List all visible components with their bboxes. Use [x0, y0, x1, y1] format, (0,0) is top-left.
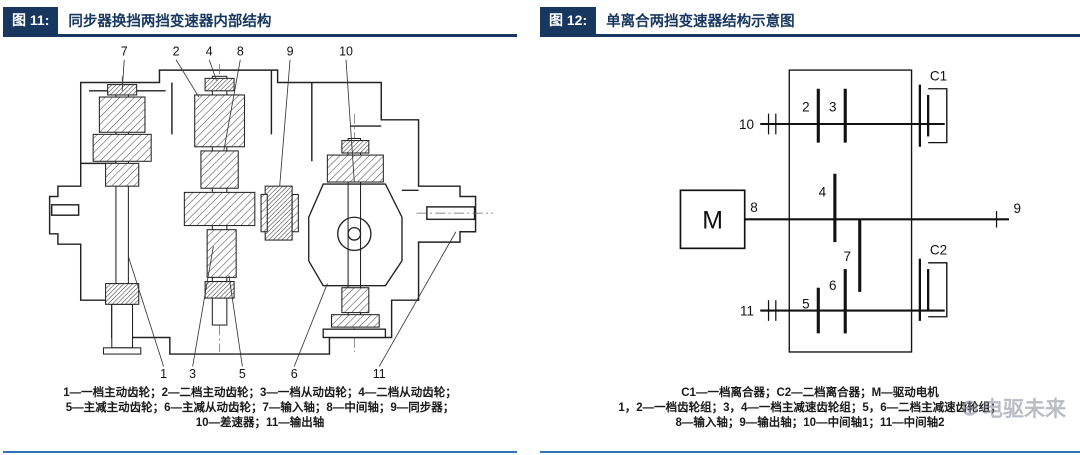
gear-housing-outline	[788, 69, 913, 353]
callout-4: 4	[206, 45, 213, 59]
shaft-bearing-ticks	[767, 113, 998, 321]
label-c2: C2	[930, 243, 947, 258]
label-11: 11	[740, 304, 754, 319]
shafts	[744, 122, 1009, 312]
callout-8: 8	[237, 45, 244, 59]
clutch-c2	[918, 258, 948, 321]
figure-12-panel: 图 12: 单离合两挡变速器结构示意图 M	[540, 7, 1080, 453]
callout-3: 3	[189, 367, 196, 381]
caption-line: 1，2—一档齿轮组；3，4—一档主减速齿轮组；5，6—二档主减速齿轮组；	[618, 402, 1002, 414]
schematic-labels: 10 11 8 9 2 3 4 7 5 6 C1 C2	[739, 68, 1021, 318]
callout-11: 11	[373, 367, 386, 381]
callout-9: 9	[287, 45, 294, 59]
caption-line: 1—一档主动齿轮；2—二档主动齿轮；3—一档从动齿轮；4—二档从动齿轮；	[63, 387, 457, 399]
callout-7: 7	[121, 45, 128, 59]
label-8: 8	[750, 200, 758, 215]
figure-12-number-badge: 图 12:	[540, 7, 597, 34]
figure-12-caption: C1—一档离合器；C2—二档离合器；M—驱动电机 1，2—一档齿轮组；3，4—一…	[540, 386, 1080, 431]
motor-label: M	[702, 207, 723, 235]
gearbox-cross-section: 7 2 4 8 9 10 1 3 5 6 11	[48, 45, 494, 381]
callout-2: 2	[173, 45, 180, 59]
callout-6: 6	[291, 367, 298, 381]
gears-and-bearings	[92, 77, 384, 328]
callout-10: 10	[339, 45, 353, 59]
callout-leader-lines	[121, 59, 457, 367]
label-9: 9	[1014, 201, 1022, 216]
label-6: 6	[829, 278, 837, 293]
caption-line: 8—输入轴；9—输出轴；10—中间轴1；11—中间轴2	[675, 417, 945, 429]
figure-12-drawing: M	[540, 39, 1080, 381]
gear-lines	[816, 88, 862, 334]
caption-line: 5—主减主动齿轮；6—主减从动齿轮；7—输入轴；8—中间轴；9—同步器；	[65, 402, 455, 414]
panel-bottom-rule	[3, 451, 517, 453]
figure-11-title: 同步器换挡两挡变速器内部结构	[68, 14, 272, 30]
transmission-schematic: M	[679, 68, 1021, 353]
label-c1: C1	[930, 68, 947, 83]
panel-bottom-rule	[540, 451, 1080, 453]
figure-11-drawing: 7 2 4 8 9 10 1 3 5 6 11	[3, 39, 517, 381]
caption-line: C1—一档离合器；C2—二档离合器；M—驱动电机	[681, 387, 939, 399]
figure-11-caption: 1—一档主动齿轮；2—二档主动齿轮；3—一档从动齿轮；4—二档从动齿轮； 5—主…	[3, 386, 517, 431]
callout-5: 5	[239, 367, 246, 381]
label-4: 4	[819, 185, 827, 200]
differential-housing	[308, 183, 403, 339]
label-10: 10	[739, 117, 754, 132]
clutch-c1	[918, 84, 948, 147]
label-7: 7	[844, 249, 852, 264]
label-3: 3	[829, 100, 837, 115]
figure-11-panel: 图 11: 同步器换挡两挡变速器内部结构	[3, 7, 517, 453]
callout-1: 1	[160, 367, 167, 381]
caption-line: 10—差速器；11—输出轴	[195, 417, 325, 429]
figure-11-header: 图 11: 同步器换挡两挡变速器内部结构	[3, 7, 517, 37]
figure-12-header: 图 12: 单离合两挡变速器结构示意图	[540, 7, 1080, 37]
drive-motor-box: M	[679, 189, 746, 250]
figure-11-number-badge: 图 11:	[3, 7, 59, 34]
callout-numbers: 7 2 4 8 9 10 1 3 5 6 11	[121, 45, 386, 381]
label-2: 2	[802, 100, 809, 115]
label-5: 5	[802, 296, 809, 311]
figure-12-title: 单离合两挡变速器结构示意图	[606, 14, 795, 30]
